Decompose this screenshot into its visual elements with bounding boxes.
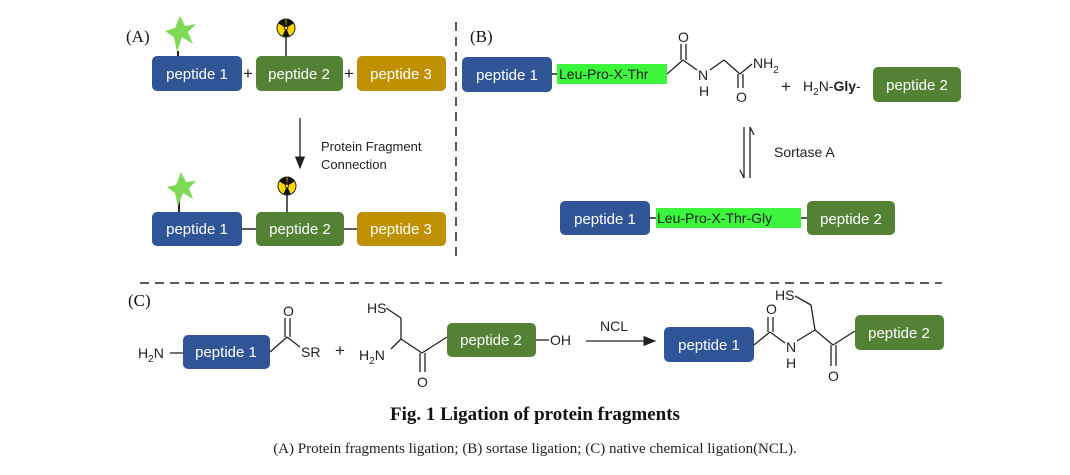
peptide-2-label: peptide 2 (820, 211, 882, 228)
panel-c: (C) H2N peptide 1 O SR + HS H2N O peptid… (128, 287, 944, 390)
plus-sign: + (243, 64, 253, 83)
panel-b: (B) peptide 1 Leu-Pro-X-Thr O N H NH2 O … (462, 27, 961, 235)
amide-n: N (786, 339, 796, 355)
peptide-1-label: peptide 1 (574, 211, 636, 228)
hs-label: HS (775, 287, 794, 303)
oh-label: OH (550, 332, 571, 348)
panel-b-label: (B) (470, 27, 493, 46)
figure-caption-title: Fig. 1 Ligation of protein fragments (390, 404, 680, 425)
carbonyl-o: O (828, 368, 839, 384)
ligation-figure: (A) peptide 1 + peptide 2 + peptide 3 Pr… (126, 16, 961, 390)
peptide-2-box (807, 201, 895, 235)
star-icon (165, 16, 196, 52)
hs-label: HS (367, 300, 386, 316)
peptide-2-box (256, 56, 343, 91)
arrow-label-line2: Connection (321, 157, 387, 172)
terminal-o: O (736, 89, 747, 105)
peptide-1-box (560, 201, 650, 235)
peptide-1-box (183, 335, 270, 369)
panel-a: (A) peptide 1 + peptide 2 + peptide 3 Pr… (126, 16, 446, 246)
peptide-1-box (152, 212, 242, 246)
peptide-2-label: peptide 2 (269, 221, 331, 238)
h2n-label: H2N (359, 347, 385, 367)
peptide-1-label: peptide 1 (166, 66, 228, 83)
peptide-2-box (447, 323, 536, 357)
peptide-3-box (357, 212, 446, 246)
peptide-1-box (462, 57, 552, 92)
radiation-icon (276, 18, 296, 38)
peptide-2-label: peptide 2 (886, 77, 948, 94)
equilibrium-arrow (739, 126, 755, 179)
peptide-2-box (256, 212, 344, 246)
ncl-label: NCL (600, 318, 628, 334)
peptide-1-box (152, 56, 242, 91)
plus-sign: + (335, 341, 345, 360)
amide-h: H (786, 355, 796, 371)
radiation-icon (277, 176, 297, 196)
amide-h: H (699, 83, 709, 99)
plus-sign: + (344, 64, 354, 83)
motif-label: Leu-Pro-X-Thr (559, 66, 649, 82)
nh2-label: NH2 (753, 55, 779, 76)
product-motif-highlight (656, 208, 801, 228)
peptide-2-box (873, 67, 961, 102)
peptide-2-label: peptide 2 (460, 332, 522, 349)
peptide-1-label: peptide 1 (476, 67, 538, 84)
peptide-3-box (357, 56, 446, 91)
enzyme-label: Sortase A (774, 144, 835, 160)
sr-label: SR (301, 344, 320, 360)
amide-n: N (698, 67, 708, 83)
carbonyl-o: O (417, 374, 428, 390)
peptide-2-box (855, 315, 944, 350)
carbonyl-o: O (678, 29, 689, 45)
h2n-gly: H2N-Gly- (803, 78, 861, 98)
peptide-2-label: peptide 2 (868, 325, 930, 342)
peptide-3-label: peptide 3 (370, 66, 432, 83)
arrow-label-line1: Protein Fragment (321, 139, 422, 154)
peptide-1-label: peptide 1 (195, 344, 257, 361)
plus-sign: + (781, 77, 791, 96)
panel-a-label: (A) (126, 27, 150, 46)
motif-highlight (557, 64, 667, 84)
figure-caption-text: (A) Protein fragments ligation; (B) sort… (273, 441, 797, 457)
peptide-3-label: peptide 3 (370, 221, 432, 238)
h2n-label: H2N (138, 345, 164, 365)
peptide-1-label: peptide 1 (678, 337, 740, 354)
amide-o: O (766, 301, 777, 317)
peptide-1-label: peptide 1 (166, 221, 228, 238)
panel-c-label: (C) (128, 291, 151, 310)
peptide-1-box (664, 327, 754, 362)
peptide-2-label: peptide 2 (268, 66, 330, 83)
star-icon (167, 172, 196, 206)
product-motif-label: Leu-Pro-X-Thr-Gly (657, 210, 772, 226)
thioester-o: O (283, 303, 294, 319)
